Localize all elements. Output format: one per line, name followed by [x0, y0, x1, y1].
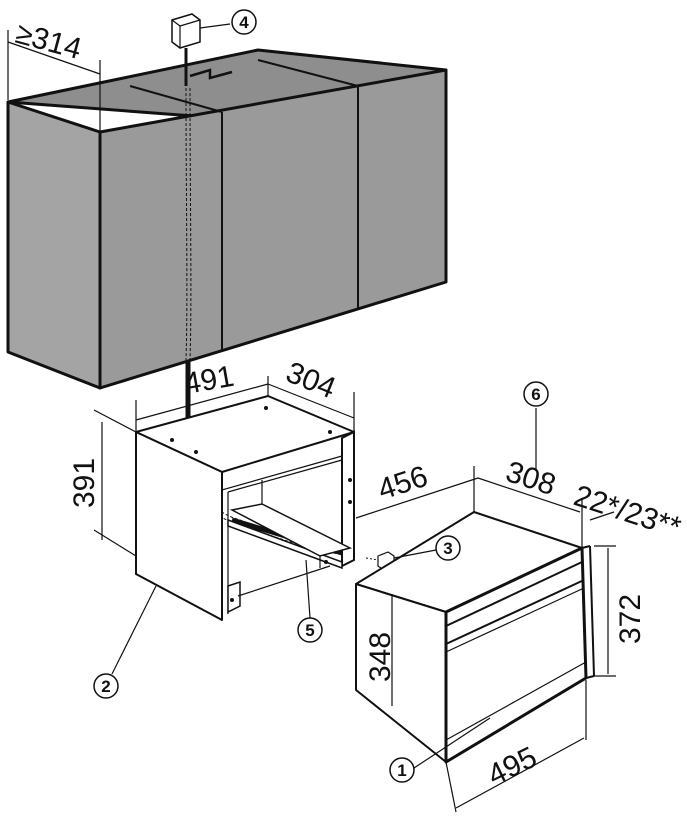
dim-body-height: 348	[364, 632, 397, 682]
dim-front-depth: 308	[502, 455, 560, 502]
callout-label-3: 3	[443, 539, 452, 558]
callout-3: 3	[393, 535, 461, 561]
dimension-lines	[7, 30, 616, 813]
callout-1: 1	[389, 717, 491, 783]
callout-2: 2	[93, 585, 157, 699]
appliance	[355, 511, 595, 764]
dim-front-height: 372	[614, 594, 647, 644]
junction-box	[171, 13, 201, 49]
callout-label-4: 4	[239, 13, 249, 32]
dim-cabinet-depth: ≥314	[12, 17, 85, 66]
callout-4: 4	[199, 9, 257, 35]
callout-label-6: 6	[531, 385, 540, 404]
niche-housing	[135, 395, 355, 621]
dim-niche-depth: 304	[281, 356, 340, 405]
dim-appliance-depth: 456	[374, 460, 432, 507]
callout-6: 6	[523, 381, 549, 470]
dim-front-thickness: 22*/23**	[570, 479, 685, 545]
callout-label-2: 2	[101, 677, 110, 696]
callout-label-1: 1	[397, 761, 406, 780]
callout-label-5: 5	[305, 621, 314, 640]
dim-niche-height: 391	[68, 458, 101, 508]
callout-5: 5	[297, 559, 323, 643]
dim-appliance-width: 495	[483, 741, 542, 793]
wall-cabinet	[6, 48, 448, 390]
